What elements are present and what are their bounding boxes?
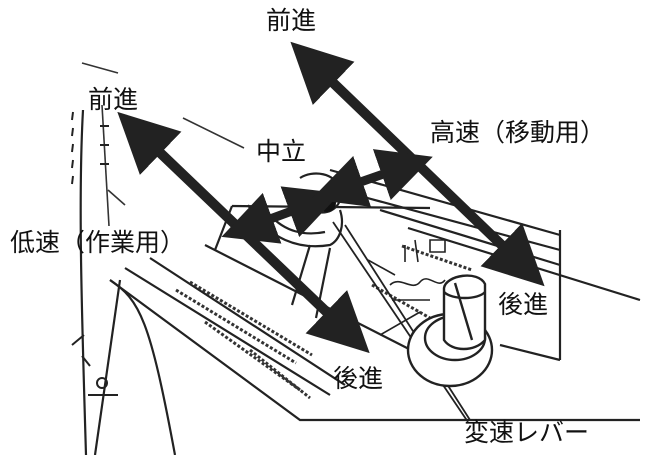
frame-bottom-left (71, 334, 118, 396)
label-low-speed: 低速（作業用） (10, 228, 186, 257)
lever-knob (406, 274, 494, 388)
arrow-neutral-left (221, 186, 341, 244)
frame-post-left (79, 109, 177, 456)
label-high-speed: 高速（移動用） (430, 118, 606, 147)
label-forward-left: 前進 (88, 85, 139, 114)
label-forward-top: 前進 (266, 6, 317, 35)
label-shift-lever: 変速レバー (464, 418, 590, 447)
label-reverse-right: 後進 (498, 290, 549, 319)
arrow-neutral-right (311, 149, 433, 207)
label-reverse-bottom: 後進 (333, 364, 384, 393)
arrow-forward-reverse-high (290, 41, 545, 287)
frame-ticks (71, 111, 109, 185)
label-neutral: 中立 (256, 137, 307, 166)
